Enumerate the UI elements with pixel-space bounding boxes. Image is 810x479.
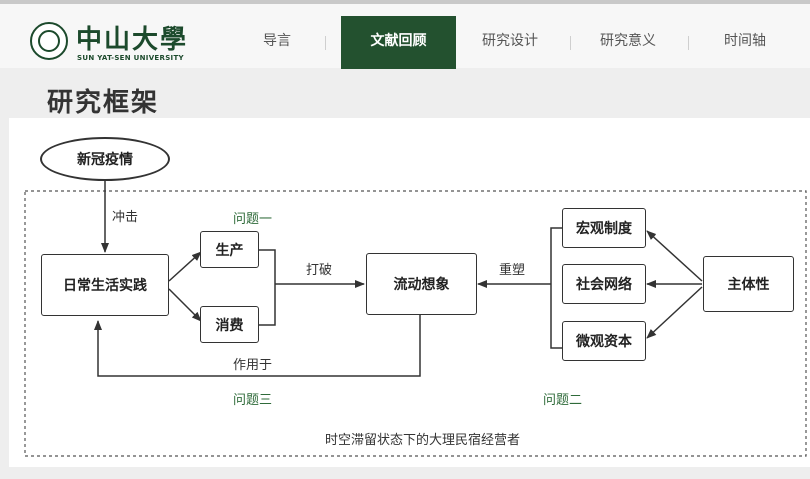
nav-tab-intro[interactable]: 导言 xyxy=(263,33,291,49)
university-logo[interactable]: 中山大學 SUN YAT-SEN UNIVERSITY xyxy=(30,21,190,67)
logo-chinese-name: 中山大學 xyxy=(76,25,189,55)
node-covid: 新冠疫情 xyxy=(40,137,170,181)
label-break: 打破 xyxy=(306,263,333,278)
node-subjectivity: 主体性 xyxy=(703,256,794,312)
nav-tab-literature-review[interactable]: 文献回顾 xyxy=(341,16,456,69)
edge-to-macro xyxy=(646,230,703,282)
label-impact: 冲击 xyxy=(112,210,139,225)
nav-tab-research-significance[interactable]: 研究意义 xyxy=(600,33,656,49)
node-production: 生产 xyxy=(200,231,259,268)
nav-tab-timeline[interactable]: 时间轴 xyxy=(724,33,766,49)
node-daily-practice: 日常生活实践 xyxy=(41,254,169,316)
label-question-one: 问题一 xyxy=(233,212,273,227)
node-micro-capital: 微观资本 xyxy=(562,321,646,361)
node-social-network: 社会网络 xyxy=(562,264,646,304)
nav-separator xyxy=(325,36,326,50)
edge-act-on xyxy=(94,314,421,377)
label-act-on: 作用于 xyxy=(233,358,273,373)
node-macro-system: 宏观制度 xyxy=(562,208,646,248)
bracket-production-consumption xyxy=(259,249,276,326)
logo-english-name: SUN YAT-SEN UNIVERSITY xyxy=(77,54,184,62)
bracket-three-factors xyxy=(550,227,562,349)
frame-caption: 时空滞留状态下的大理民宿经营者 xyxy=(325,433,521,448)
framework-diagram-lines xyxy=(24,176,807,457)
dashed-frame xyxy=(24,190,807,457)
page-title: 研究框架 xyxy=(47,88,160,118)
nav-tab-research-design[interactable]: 研究设计 xyxy=(482,33,538,49)
label-reshape: 重塑 xyxy=(499,263,526,278)
framework-panel: 新冠疫情 日常生活实践 生产 消费 流动想象 宏观制度 社会网络 微观资本 主体… xyxy=(9,118,810,467)
nav-separator xyxy=(688,36,689,50)
node-flow-imagination: 流动想象 xyxy=(366,253,477,315)
node-consumption: 消费 xyxy=(200,306,259,343)
edge-to-production xyxy=(168,251,202,282)
nav-separator xyxy=(570,36,571,50)
edge-to-micro xyxy=(646,286,703,339)
top-strip xyxy=(0,0,810,4)
label-question-two: 问题二 xyxy=(543,393,583,408)
edge-to-consumption xyxy=(168,288,202,322)
label-question-three: 问题三 xyxy=(233,393,273,408)
university-seal-icon xyxy=(30,22,68,60)
